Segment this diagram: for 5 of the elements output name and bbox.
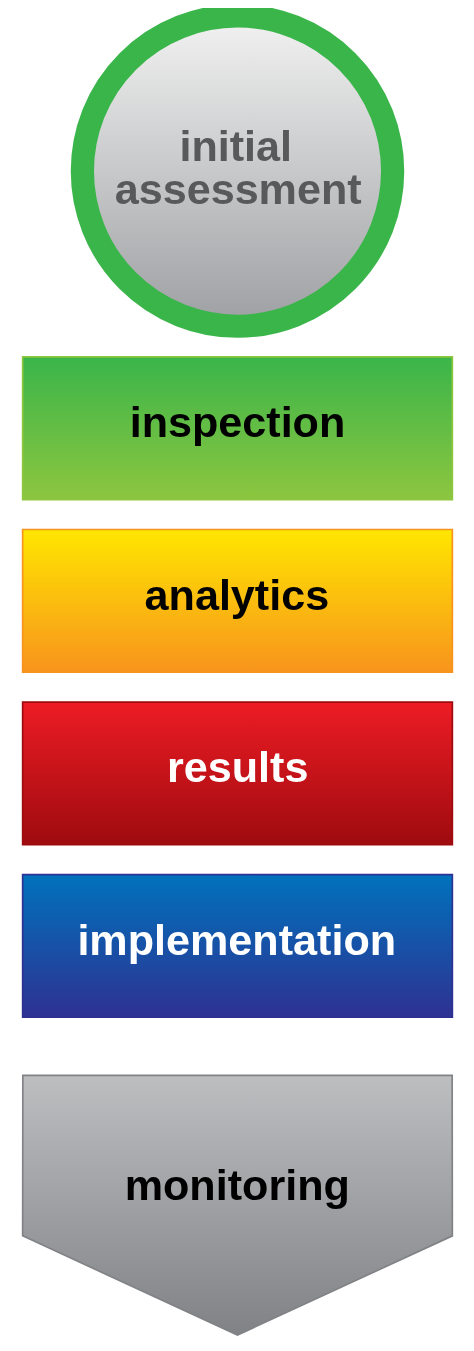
node-box: inspection — [21, 356, 453, 501]
node-circle: initial assessment — [70, 8, 404, 338]
node-box: results — [21, 701, 453, 846]
node-box: analytics — [21, 528, 453, 673]
node-box: implementation — [21, 873, 453, 1019]
